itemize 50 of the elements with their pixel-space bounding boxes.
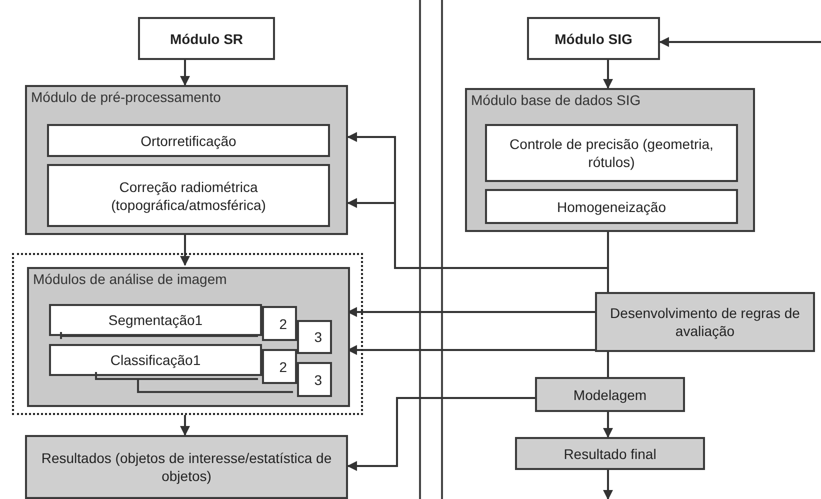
panel-heading: Módulos de análise de imagem	[33, 270, 227, 289]
connector-line	[607, 352, 609, 377]
module-panel	[25, 85, 348, 235]
box-label: Controle de precisão (geometria, rótulos)	[508, 135, 714, 171]
layer-number: 3	[314, 370, 322, 388]
arrow	[659, 37, 821, 47]
arrow	[603, 60, 613, 89]
process-box	[515, 437, 705, 470]
process-box	[527, 17, 660, 60]
layer-number: 3	[314, 328, 322, 346]
stacked-box	[297, 362, 332, 397]
box-label: Desenvolvimento de regras de avaliação	[609, 304, 801, 340]
process-box	[47, 124, 330, 157]
box-label: Resultados (objetos de interesse/estatística de objetos)	[40, 449, 333, 485]
process-box	[25, 435, 348, 499]
process-box	[595, 292, 815, 352]
layer-number: 2	[279, 358, 287, 376]
box-label: Homogeneização	[557, 198, 666, 216]
box-label: Segmentação1	[108, 311, 203, 329]
panel-heading: Módulo base de dados SIG	[471, 91, 641, 110]
box-label: Correção radiométrica (topográfica/atmosférica)	[110, 178, 267, 214]
process-box	[138, 17, 275, 60]
box-label: Resultado final	[564, 444, 656, 462]
box-label: Módulo SIG	[554, 30, 632, 48]
module-panel	[465, 88, 755, 232]
box-label: Classificação1	[110, 351, 201, 369]
panel-heading: Módulo de pré-processamento	[31, 88, 221, 107]
process-box	[47, 164, 330, 227]
connector-line	[607, 232, 609, 292]
dotted-boundary	[12, 253, 363, 415]
arrow	[603, 470, 613, 499]
stacked-box	[297, 320, 332, 354]
module-panel	[27, 267, 350, 407]
arrow	[180, 60, 190, 86]
layer-number: 2	[279, 314, 287, 332]
process-box	[485, 124, 738, 182]
arrow	[180, 235, 190, 266]
arrow	[347, 198, 609, 269]
box-label: Modelagem	[573, 386, 647, 404]
arrow	[180, 415, 190, 436]
box-label: Ortorretificação	[140, 132, 236, 150]
box-label: Módulo SR	[170, 30, 244, 48]
process-box	[485, 189, 738, 224]
stacked-box	[262, 306, 297, 341]
arrow	[603, 412, 613, 438]
arrow	[347, 397, 535, 471]
stacked-box	[262, 349, 297, 384]
process-box	[49, 304, 262, 336]
process-box	[49, 344, 262, 376]
process-box	[535, 377, 685, 412]
